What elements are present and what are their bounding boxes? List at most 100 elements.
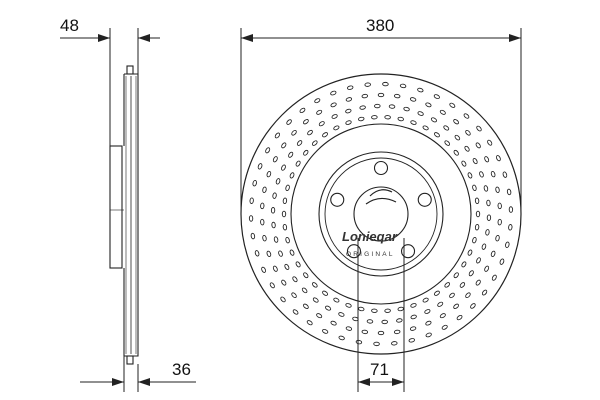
vent-hole	[449, 102, 456, 108]
vent-hole	[345, 120, 352, 125]
dim-71	[357, 238, 405, 392]
vent-hole	[470, 303, 476, 309]
dim-label-380: 380	[366, 16, 394, 35]
vent-hole	[474, 197, 480, 205]
vent-hole	[384, 115, 391, 120]
vent-hole	[364, 82, 371, 87]
vent-hole	[314, 98, 321, 104]
vent-hole	[312, 297, 319, 303]
vent-hole	[284, 263, 290, 270]
arrow-36-left	[112, 378, 124, 386]
vent-hole	[403, 106, 410, 112]
vent-hole	[396, 318, 403, 323]
vent-hole	[296, 140, 303, 146]
vent-hole	[468, 270, 474, 277]
dim-48	[60, 28, 160, 146]
vent-hole	[506, 188, 512, 196]
bolt-hole	[417, 192, 432, 207]
vent-hole	[358, 306, 365, 312]
vent-hole	[250, 232, 256, 240]
vent-hole	[331, 114, 338, 119]
vent-hole	[273, 236, 279, 243]
bolt-hole	[330, 192, 345, 207]
vent-hole	[330, 320, 337, 326]
vent-hole	[299, 107, 306, 114]
vent-hole	[254, 250, 260, 257]
vent-hole	[491, 274, 497, 281]
arrow-380-left	[241, 34, 253, 42]
vent-hole	[481, 289, 488, 296]
vent-hole	[338, 335, 345, 341]
vent-hole	[464, 145, 470, 152]
vent-hole	[291, 129, 297, 136]
vent-hole	[496, 155, 501, 162]
vent-hole	[486, 199, 491, 207]
vent-hole	[373, 341, 380, 347]
vent-hole	[433, 94, 440, 99]
vent-hole	[281, 279, 287, 286]
vent-hole	[345, 303, 352, 308]
vent-hole	[291, 292, 297, 299]
vent-hole	[374, 103, 381, 109]
vent-hole	[490, 171, 496, 178]
vent-hole	[481, 243, 487, 250]
vent-hole	[281, 164, 286, 171]
arrow-71-left	[358, 378, 370, 386]
vent-hole	[303, 272, 309, 279]
vent-hole	[292, 309, 299, 315]
vent-hole	[303, 149, 309, 156]
vent-hole	[476, 125, 482, 132]
vent-hole	[472, 236, 477, 244]
vent-hole	[437, 301, 444, 307]
disc-outer-circle	[240, 73, 522, 355]
vent-hole	[347, 85, 354, 90]
vent-hole	[265, 147, 271, 154]
vent-hole	[495, 186, 500, 194]
vent-hole	[409, 326, 417, 331]
vent-hole	[345, 97, 353, 102]
vent-hole	[422, 125, 429, 131]
vent-hole	[288, 151, 294, 158]
vent-hole	[430, 117, 437, 123]
vent-hole	[382, 81, 389, 87]
vent-hole	[508, 206, 514, 213]
vent-hole	[465, 129, 471, 136]
vent-hole	[377, 330, 385, 336]
bolt-hole	[346, 244, 362, 259]
vent-hole	[425, 332, 432, 338]
vent-hole	[417, 111, 424, 116]
vent-hole	[505, 241, 510, 248]
vent-hole	[361, 329, 369, 335]
vent-hole	[377, 92, 385, 98]
vent-hole	[303, 303, 309, 309]
vent-hole	[486, 214, 492, 221]
vent-hole	[322, 290, 328, 296]
vent-hole	[497, 218, 502, 226]
vent-hole	[338, 312, 345, 317]
vent-hole	[311, 140, 318, 146]
vent-hole	[472, 184, 477, 192]
vent-hole	[307, 129, 313, 136]
vent-hole	[274, 132, 281, 139]
vent-hole	[453, 119, 459, 125]
vent-hole	[260, 202, 265, 210]
bolt-hole	[373, 160, 389, 176]
vent-hole	[366, 319, 374, 324]
vent-hole	[409, 97, 417, 102]
vent-hole	[467, 172, 473, 179]
vent-hole	[322, 329, 329, 334]
vent-hole	[311, 282, 318, 288]
vent-hole	[417, 87, 424, 93]
vent-hole	[443, 125, 450, 131]
vent-hole	[474, 223, 480, 231]
side-view	[109, 65, 139, 365]
vent-hole	[410, 314, 417, 320]
friction-inner-circle	[290, 123, 472, 305]
vent-hole	[449, 292, 455, 299]
vent-hole	[318, 121, 325, 127]
vent-hole	[266, 171, 272, 178]
vent-hole	[280, 296, 286, 303]
vent-hole	[484, 156, 490, 163]
vent-hole	[434, 132, 440, 138]
vent-hole	[453, 303, 459, 309]
